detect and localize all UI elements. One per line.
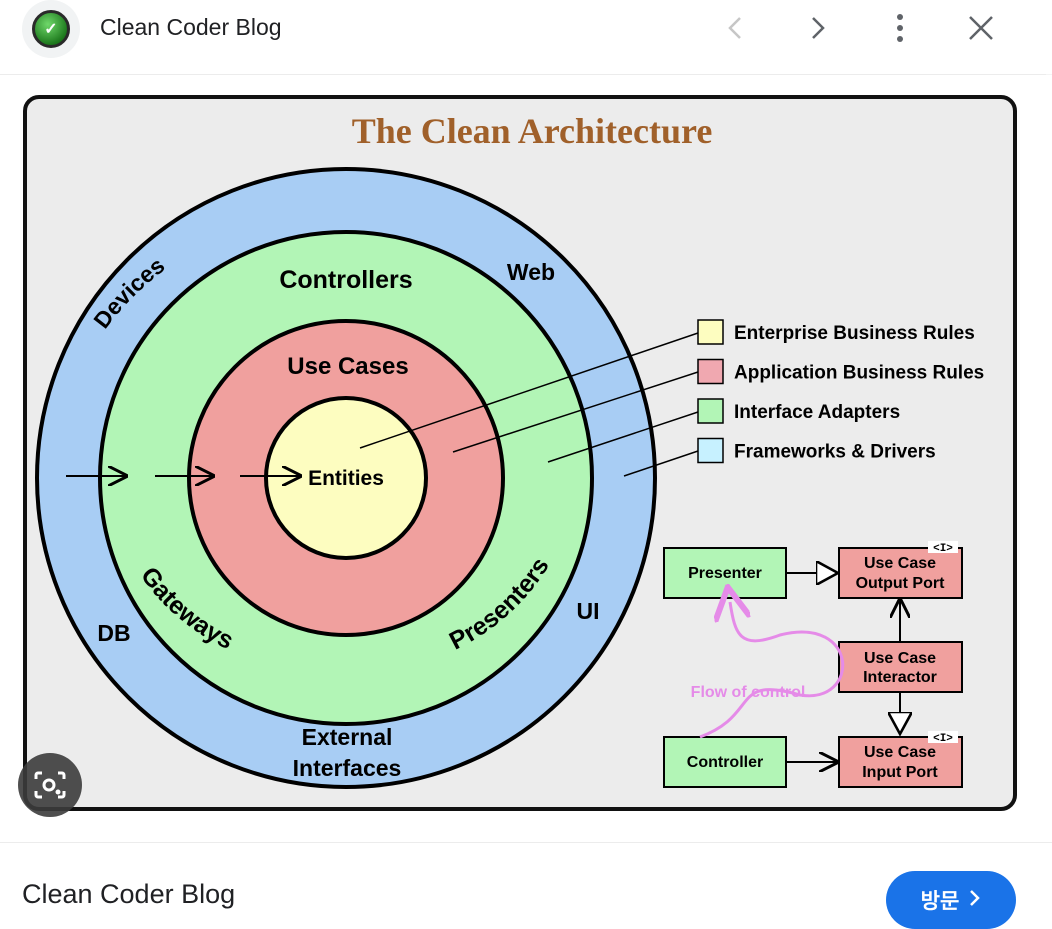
input-port-label-1: Use Case	[864, 744, 936, 761]
legend-pointer-4	[623, 450, 699, 477]
core-entities	[264, 396, 428, 560]
input-port-interface-tag-bg	[928, 731, 958, 743]
label-controllers: Controllers	[279, 266, 412, 294]
legend-pointer-3	[547, 411, 699, 463]
camera-search-icon	[34, 771, 66, 799]
interactor-box	[838, 641, 963, 693]
label-ui: UI	[577, 598, 600, 624]
more-vert-icon[interactable]	[880, 8, 920, 48]
chevron-right-icon	[969, 887, 981, 913]
label-use-cases: Use Cases	[287, 353, 408, 380]
image-preview[interactable]: The Clean Architecture Devices Web DB UI…	[0, 75, 1052, 842]
output-port-interface-tag: <I>	[933, 543, 953, 555]
label-db: DB	[97, 620, 130, 646]
legend-pointer-2	[452, 371, 699, 453]
site-name[interactable]: Clean Coder Blog	[100, 14, 282, 40]
label-entities: Entities	[308, 467, 384, 490]
legend-pointer-1	[359, 332, 699, 449]
legend-label: Application Business Rules	[734, 363, 984, 384]
visit-button[interactable]: 방문	[886, 871, 1016, 929]
legend-label: Frameworks & Drivers	[734, 442, 936, 463]
flow-of-control-label: Flow of control	[691, 684, 806, 701]
input-port-label-2: Input Port	[862, 764, 938, 781]
site-logo-icon[interactable]: ✓	[22, 0, 80, 58]
output-port-label-1: Use Case	[864, 555, 936, 572]
legend-label: Enterprise Business Rules	[734, 323, 975, 344]
result-footer: Clean Coder Blog 방문	[0, 842, 1052, 929]
controller-label: Controller	[687, 754, 763, 771]
close-icon[interactable]	[961, 8, 1001, 48]
output-port-box	[838, 547, 963, 599]
label-interfaces: Interfaces	[293, 755, 402, 781]
flow-of-control-curve	[699, 602, 845, 739]
input-port-box	[838, 736, 963, 788]
output-port-interface-tag-bg	[928, 541, 958, 553]
legend-swatch	[697, 437, 724, 464]
chevron-left-icon[interactable]	[716, 8, 756, 48]
legend-swatch	[697, 398, 724, 424]
result-title[interactable]: Clean Coder Blog	[22, 879, 236, 909]
interactor-label-1: Use Case	[864, 650, 936, 667]
check-icon: ✓	[32, 10, 70, 48]
label-web: Web	[507, 259, 555, 285]
legend-swatch	[697, 358, 724, 385]
legend-label: Interface Adapters	[734, 402, 900, 423]
visit-button-label: 방문	[920, 890, 960, 913]
lens-search-button[interactable]	[18, 753, 82, 817]
label-external: External	[302, 724, 393, 750]
presenter-label: Presenter	[688, 565, 762, 582]
input-port-interface-tag: <I>	[933, 733, 953, 745]
diagram-title: The Clean Architecture	[352, 111, 713, 151]
legend-swatch	[697, 319, 724, 345]
clean-architecture-diagram: The Clean Architecture Devices Web DB UI…	[23, 95, 1017, 811]
chevron-right-icon[interactable]	[797, 8, 837, 48]
controller-box	[663, 736, 787, 788]
output-port-label-2: Output Port	[856, 575, 946, 592]
top-bar: ✓ Clean Coder Blog	[0, 0, 1052, 75]
interactor-label-2: Interactor	[863, 669, 937, 686]
